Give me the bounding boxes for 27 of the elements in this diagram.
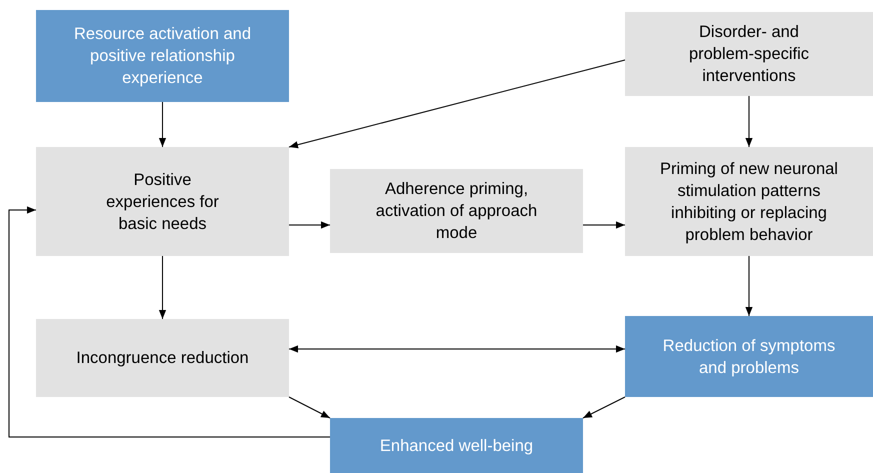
process-box (36, 10, 289, 102)
arrow (8, 206, 330, 438)
arrow (745, 96, 753, 148)
arrow (288, 396, 330, 418)
process-box (330, 418, 583, 473)
box-label: Enhanced well-being (380, 436, 534, 456)
arrow (745, 256, 753, 316)
arrow (582, 396, 626, 418)
box-label: Incongruence reduction (76, 348, 249, 369)
box-label: Reduction of symptoms and problems (662, 336, 836, 378)
process-box (36, 147, 289, 256)
process-box (36, 319, 289, 397)
process-box (330, 169, 583, 253)
box-label: Resource activation and positive relationship experience (72, 24, 252, 89)
arrow (288, 221, 330, 229)
process-box (625, 316, 873, 397)
arrow (288, 60, 626, 148)
process-box (625, 147, 873, 256)
arrow (158, 102, 166, 148)
box-label: Priming of new neuronal stimulation patterns inhibiting or replacing problem behavior (659, 158, 839, 246)
box-label: Adherence priming, activation of approach mode (374, 179, 538, 244)
arrow (582, 221, 626, 229)
arrow (158, 256, 166, 320)
arrow (288, 345, 626, 353)
process-box (625, 12, 873, 96)
box-label: Positive experiences for basic needs (105, 170, 220, 234)
box-label: Disorder- and problem-specific interventions (688, 22, 810, 87)
